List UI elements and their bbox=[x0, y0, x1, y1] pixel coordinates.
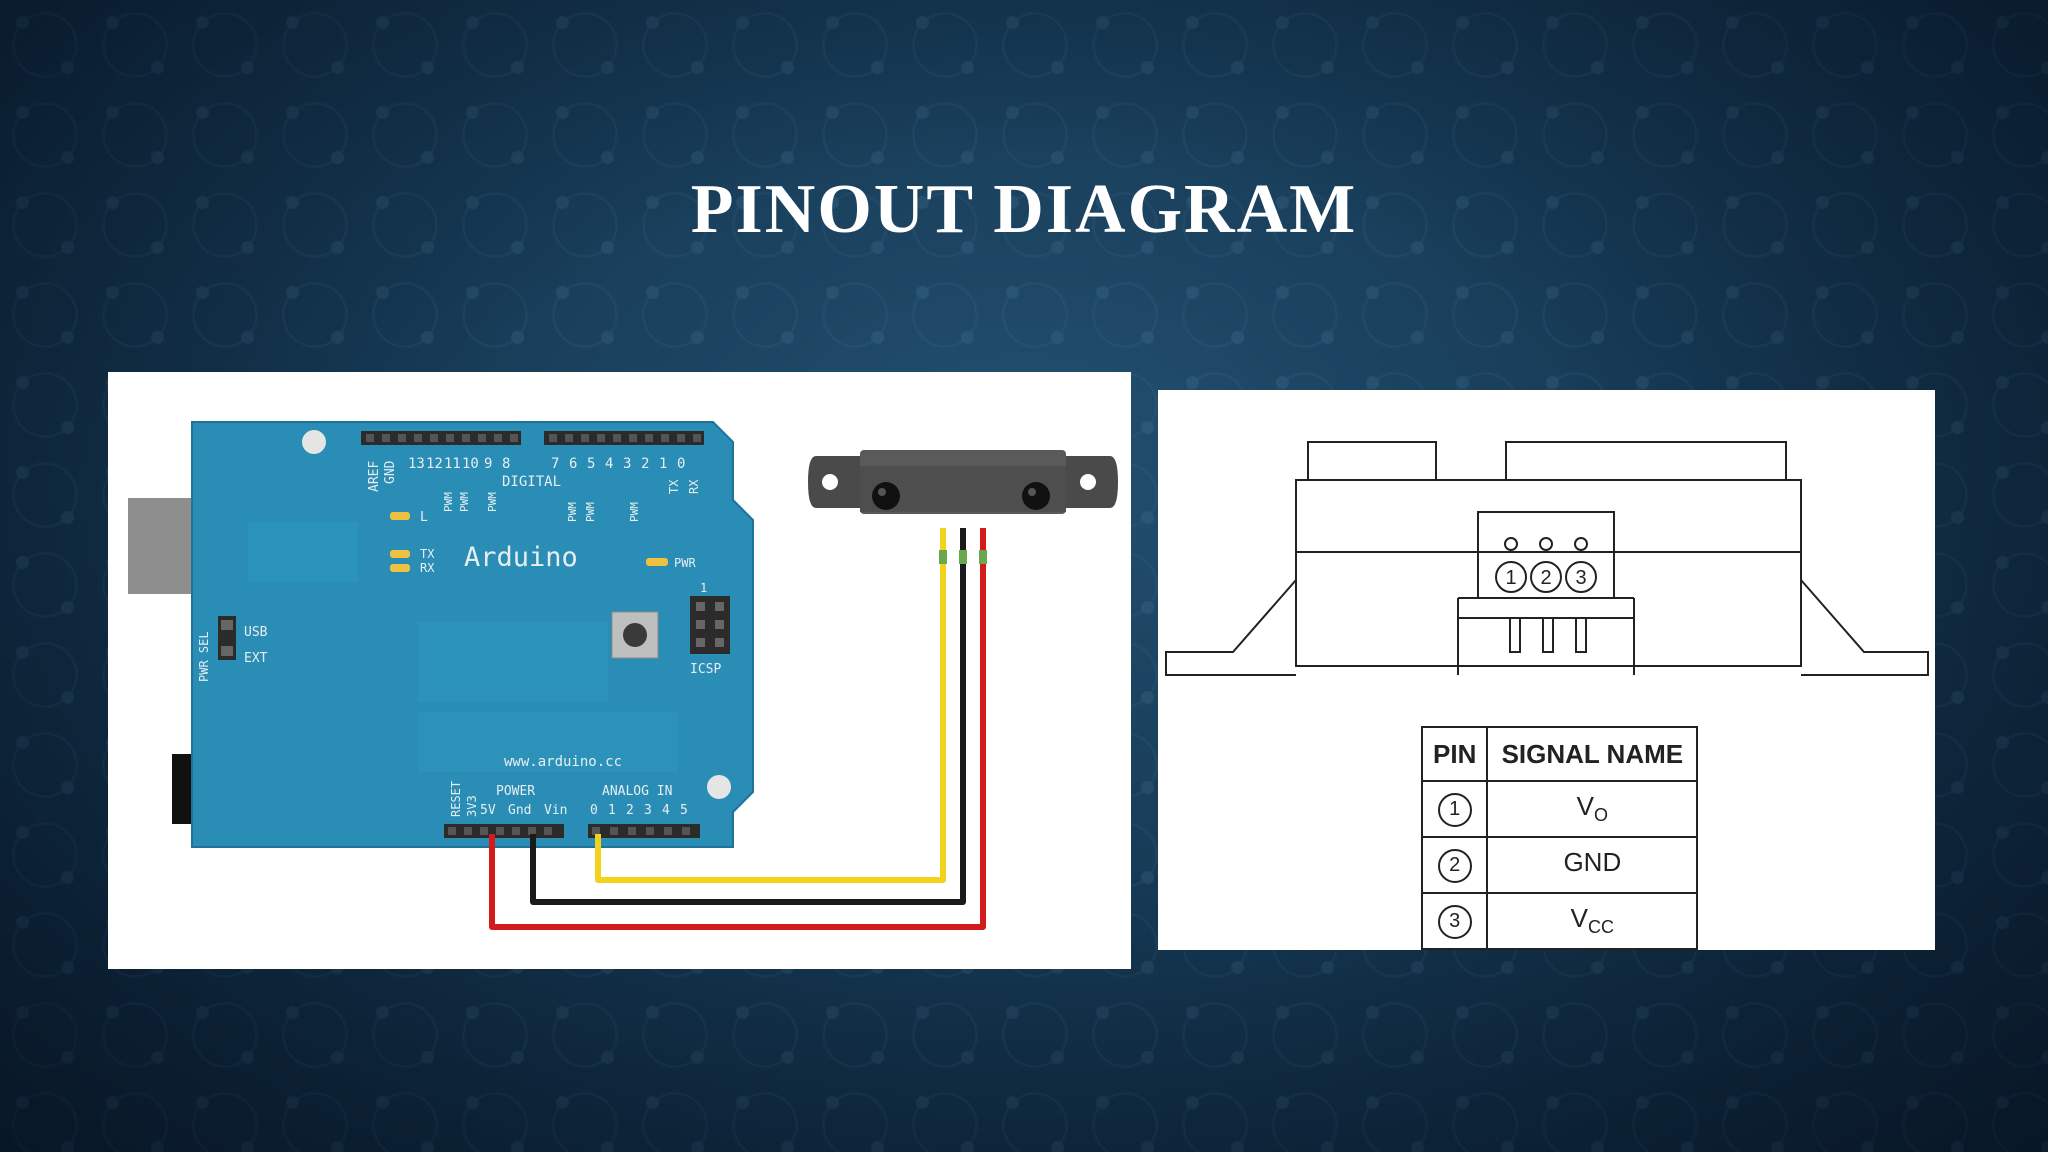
sensor-emitter-lens bbox=[872, 482, 900, 510]
connector-pin-2: 2 bbox=[1540, 567, 1551, 589]
digital-pin-6: 6 bbox=[569, 456, 577, 472]
arduino-wiring-diagram: AREF GND 13 12 11 10 9 8 7 6 5 4 3 2 1 0… bbox=[128, 421, 1118, 930]
table-row: 3 VCC bbox=[1420, 892, 1699, 950]
sensor-receiver-lens bbox=[1022, 482, 1050, 510]
website-label: www.arduino.cc bbox=[504, 754, 622, 770]
analog-pin-4: 4 bbox=[662, 803, 670, 818]
digital-pin-3: 3 bbox=[623, 456, 631, 472]
pwm-label: PWM bbox=[486, 492, 499, 512]
icsp-label: ICSP bbox=[690, 662, 721, 677]
sensor-mount-hole bbox=[822, 474, 838, 490]
pin-gnd-label: Gnd bbox=[508, 803, 531, 818]
led-rx-label: RX bbox=[420, 561, 435, 575]
table-row: 1 VO bbox=[1420, 780, 1699, 838]
wires bbox=[489, 528, 986, 930]
sensor-mount-hole bbox=[1080, 474, 1096, 490]
pin-number: 2 bbox=[1437, 848, 1472, 883]
wire-power-red bbox=[489, 528, 986, 930]
digital-pin-4: 4 bbox=[605, 456, 613, 472]
slide-title: Pinout Diagram bbox=[690, 171, 1358, 248]
3v3-label: 3V3 bbox=[465, 795, 479, 817]
gnd-top-label: GND bbox=[383, 460, 398, 484]
pwm-label: PWM bbox=[442, 492, 455, 512]
sensor-lens-housing-left bbox=[1307, 441, 1437, 481]
digital-pin-7: 7 bbox=[551, 456, 559, 472]
led-rx bbox=[390, 564, 410, 572]
led-l bbox=[390, 512, 410, 520]
ir-distance-sensor bbox=[808, 450, 1118, 514]
digital-pin-9: 9 bbox=[484, 456, 492, 472]
signal-name: V bbox=[1576, 791, 1594, 822]
led-tx bbox=[390, 550, 410, 558]
pin-5v-label: 5V bbox=[480, 803, 496, 818]
signal-name: V bbox=[1570, 903, 1589, 934]
tx-top-label: TX bbox=[667, 479, 681, 494]
signal-subscript: CC bbox=[1588, 917, 1615, 938]
table-header-row: PIN SIGNAL NAME bbox=[1420, 726, 1699, 782]
wire-ground-black bbox=[530, 528, 966, 905]
pwm-label: PWM bbox=[566, 502, 579, 522]
wire-signal-yellow bbox=[595, 528, 946, 883]
analog-pin-0: 0 bbox=[590, 803, 598, 818]
usb-label: USB bbox=[244, 625, 268, 640]
pin-number: 3 bbox=[1437, 904, 1472, 939]
analog-pin-5: 5 bbox=[680, 803, 688, 818]
pwm-label: PWM bbox=[628, 502, 641, 522]
table-row: 2 GND bbox=[1420, 836, 1699, 894]
aref-label: AREF bbox=[367, 461, 382, 492]
pin-number: 1 bbox=[1437, 792, 1472, 827]
reset-label: RESET bbox=[449, 781, 463, 817]
sensor-outline-drawing: 1 2 3 bbox=[1165, 441, 1929, 676]
mounting-hole bbox=[707, 775, 731, 799]
sensor-lens-housing-right bbox=[1505, 441, 1787, 481]
analog-pin-1: 1 bbox=[608, 803, 616, 818]
arduino-wiring-panel: AREF GND 13 12 11 10 9 8 7 6 5 4 3 2 1 0… bbox=[108, 372, 1131, 969]
signal-name: GND bbox=[1563, 847, 1622, 878]
sensor-body bbox=[1295, 479, 1802, 667]
digital-pin-1: 1 bbox=[659, 456, 667, 472]
digital-pin-8: 8 bbox=[502, 456, 510, 472]
digital-pin-0: 0 bbox=[677, 456, 685, 472]
sensor-pinout-panel: 1 2 3 PIN SIGNAL NAME 1 VO 2 GND 3 VCC bbox=[1158, 390, 1935, 950]
pin-signal-table: PIN SIGNAL NAME 1 VO 2 GND 3 VCC bbox=[1420, 726, 1699, 950]
pwm-label: PWM bbox=[584, 502, 597, 522]
analog-in-label: ANALOG IN bbox=[602, 784, 672, 799]
wire-connectors bbox=[939, 550, 987, 564]
led-pwr bbox=[646, 558, 668, 566]
pwr-led-label: PWR bbox=[674, 556, 696, 570]
pin-column-header: PIN bbox=[1420, 726, 1489, 782]
signal-column-header: SIGNAL NAME bbox=[1486, 726, 1699, 782]
pwr-sel-label: PWR SEL bbox=[197, 631, 211, 682]
mounting-hole bbox=[302, 430, 326, 454]
ext-label: EXT bbox=[244, 651, 268, 666]
pwm-label: PWM bbox=[458, 492, 471, 512]
sensor-flange-right bbox=[1800, 579, 1929, 676]
led-l-label: L bbox=[420, 510, 428, 525]
connector-pin-1: 1 bbox=[1505, 567, 1516, 589]
digital-label: DIGITAL bbox=[502, 474, 561, 490]
digital-pin-2: 2 bbox=[641, 456, 649, 472]
signal-subscript: O bbox=[1594, 805, 1609, 826]
analog-pin-3: 3 bbox=[644, 803, 652, 818]
led-tx-label: TX bbox=[420, 547, 435, 561]
analog-pin-2: 2 bbox=[626, 803, 634, 818]
arduino-brand: Arduino bbox=[464, 542, 578, 573]
power-label: POWER bbox=[496, 784, 535, 799]
pin-vin-label: Vin bbox=[544, 803, 567, 818]
rx-top-label: RX bbox=[687, 479, 701, 494]
digital-pin-10: 10 bbox=[462, 456, 479, 472]
digital-pin-12: 12 bbox=[426, 456, 443, 472]
icsp-pin1-label: 1 bbox=[700, 581, 707, 595]
sensor-flange-left bbox=[1165, 579, 1297, 676]
digital-pin-13: 13 bbox=[408, 456, 425, 472]
digital-pin-11: 11 bbox=[444, 456, 461, 472]
connector-pin-3: 3 bbox=[1575, 567, 1586, 589]
digital-pin-5: 5 bbox=[587, 456, 595, 472]
